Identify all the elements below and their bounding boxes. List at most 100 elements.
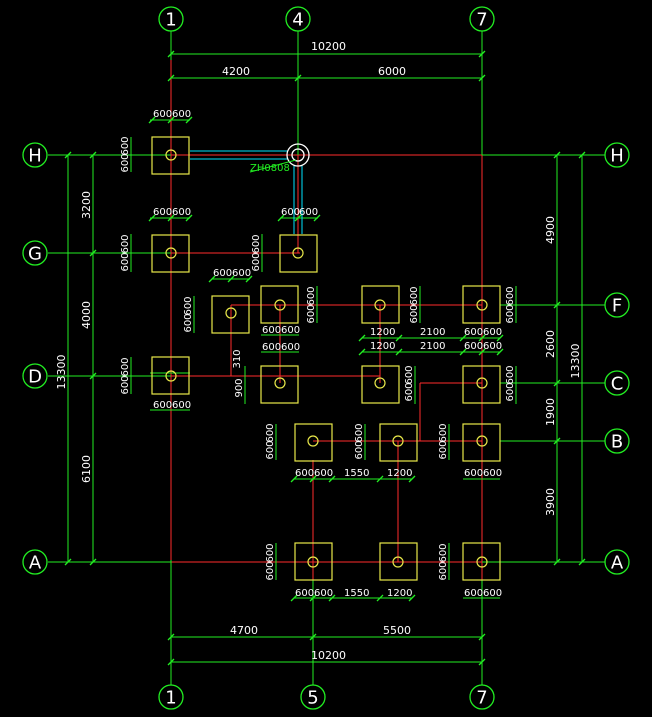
dim-600: 600	[213, 268, 232, 279]
dim-bottom-total: 10200	[311, 649, 346, 662]
axis-label-left-A: A	[29, 553, 42, 574]
dimension-ticks	[64, 50, 586, 666]
dim-top-span-4-7: 6000	[378, 65, 406, 78]
dim-600: 600	[153, 400, 172, 411]
footing-e3	[361, 285, 400, 324]
dim-600: 600	[314, 468, 333, 479]
dim-600: 600	[483, 468, 502, 479]
dim-600: 600	[295, 588, 314, 599]
dim-600: 600	[464, 341, 483, 352]
dim-600: 600	[483, 588, 502, 599]
dim-left-h-g: 3200	[80, 191, 93, 219]
axis-bubbles	[22, 6, 630, 710]
axis-label-left-H: H	[28, 146, 42, 167]
dimension-texts: 10200 4200 6000 4700 5500 10200 13300 32…	[55, 40, 582, 662]
dim-600: 600	[404, 382, 415, 401]
dim-2100: 2100	[420, 341, 445, 352]
dim-600: 600	[232, 268, 251, 279]
dim-600: 600	[120, 375, 131, 394]
dim-1200: 1200	[370, 327, 395, 338]
dim-600: 600	[262, 342, 281, 353]
footing-7-B	[462, 423, 501, 462]
tie-beam-lines	[190, 150, 303, 234]
dim-600: 600	[464, 588, 483, 599]
dim-600: 600	[262, 325, 281, 336]
dim-right-b-a: 3900	[544, 488, 557, 516]
dim-600: 600	[265, 423, 276, 442]
dim-right-f-c: 2600	[544, 330, 557, 358]
dim-600: 600	[183, 313, 194, 332]
dim-600: 600	[505, 365, 516, 384]
dim-left-d-a: 6100	[80, 455, 93, 483]
dim-600: 600	[265, 561, 276, 580]
footing-e6-B	[379, 423, 418, 462]
dim-1550: 1550	[344, 588, 369, 599]
dim-600: 600	[120, 153, 131, 172]
dim-600: 600	[306, 304, 317, 323]
axis-label-bottom-7: 7	[476, 688, 487, 709]
dim-600: 600	[120, 357, 131, 376]
dim-310: 310	[232, 349, 243, 368]
dim-600: 600	[464, 327, 483, 338]
zh-column-symbol	[286, 143, 310, 167]
footing-1-G	[151, 234, 190, 273]
footing-e6-A	[379, 542, 418, 581]
dim-600: 600	[153, 109, 172, 120]
axis-label-right-C: C	[611, 374, 624, 395]
dim-600: 600	[120, 136, 131, 155]
footing-7-C	[462, 365, 501, 404]
dim-left-g-d: 4000	[80, 301, 93, 329]
dim-600: 600	[409, 304, 420, 323]
dim-600: 600	[172, 109, 191, 120]
dim-600: 600	[281, 207, 300, 218]
dim-600: 600	[505, 304, 516, 323]
dim-600: 600	[265, 543, 276, 562]
dim-right-h-f: 4900	[544, 216, 557, 244]
axis-label-right-B: B	[611, 432, 623, 453]
dim-1550: 1550	[344, 468, 369, 479]
dim-top-total: 10200	[311, 40, 346, 53]
dim-600: 600	[354, 423, 365, 442]
column-tag-label: ZH0808	[250, 163, 290, 174]
dim-600: 600	[505, 382, 516, 401]
axis-label-bottom-1: 1	[165, 688, 176, 709]
dim-600: 600	[438, 440, 449, 459]
axis-label-top-7: 7	[476, 10, 487, 31]
dim-1200: 1200	[387, 588, 412, 599]
dim-600: 600	[464, 468, 483, 479]
dim-600: 600	[438, 423, 449, 442]
footing-5-B	[294, 423, 333, 462]
axis-label-top-4: 4	[292, 10, 303, 31]
footing-1-D	[151, 356, 190, 395]
axis-label-right-A: A	[611, 553, 624, 574]
dim-right-c-b: 1900	[544, 398, 557, 426]
dim-2100: 2100	[420, 327, 445, 338]
dim-600: 600	[251, 252, 262, 271]
dim-1200: 1200	[387, 468, 412, 479]
footing-e2	[260, 285, 299, 324]
dim-600: 600	[281, 325, 300, 336]
footing-4-G	[279, 234, 318, 273]
dim-left-total: 13300	[55, 355, 68, 390]
footing-e5	[361, 365, 400, 404]
footing-7-F	[462, 285, 501, 324]
axis-label-left-D: D	[28, 367, 42, 388]
dim-600: 600	[505, 286, 516, 305]
axis-label-bottom-5: 5	[307, 688, 318, 709]
dim-600: 600	[438, 543, 449, 562]
dim-600: 600	[306, 286, 317, 305]
column-footings	[151, 136, 501, 581]
dim-600: 600	[265, 440, 276, 459]
dim-600: 600	[438, 561, 449, 580]
dim-600: 600	[183, 296, 194, 315]
dim-600: 600	[120, 234, 131, 253]
footing-1-H	[151, 136, 190, 175]
axis-label-right-H: H	[610, 146, 624, 167]
dim-600: 600	[314, 588, 333, 599]
dim-600: 600	[404, 365, 415, 384]
axis-label-top-1: 1	[165, 10, 176, 31]
dim-900: 900	[234, 378, 245, 397]
dim-600: 600	[172, 207, 191, 218]
axis-label-left-G: G	[28, 244, 42, 265]
